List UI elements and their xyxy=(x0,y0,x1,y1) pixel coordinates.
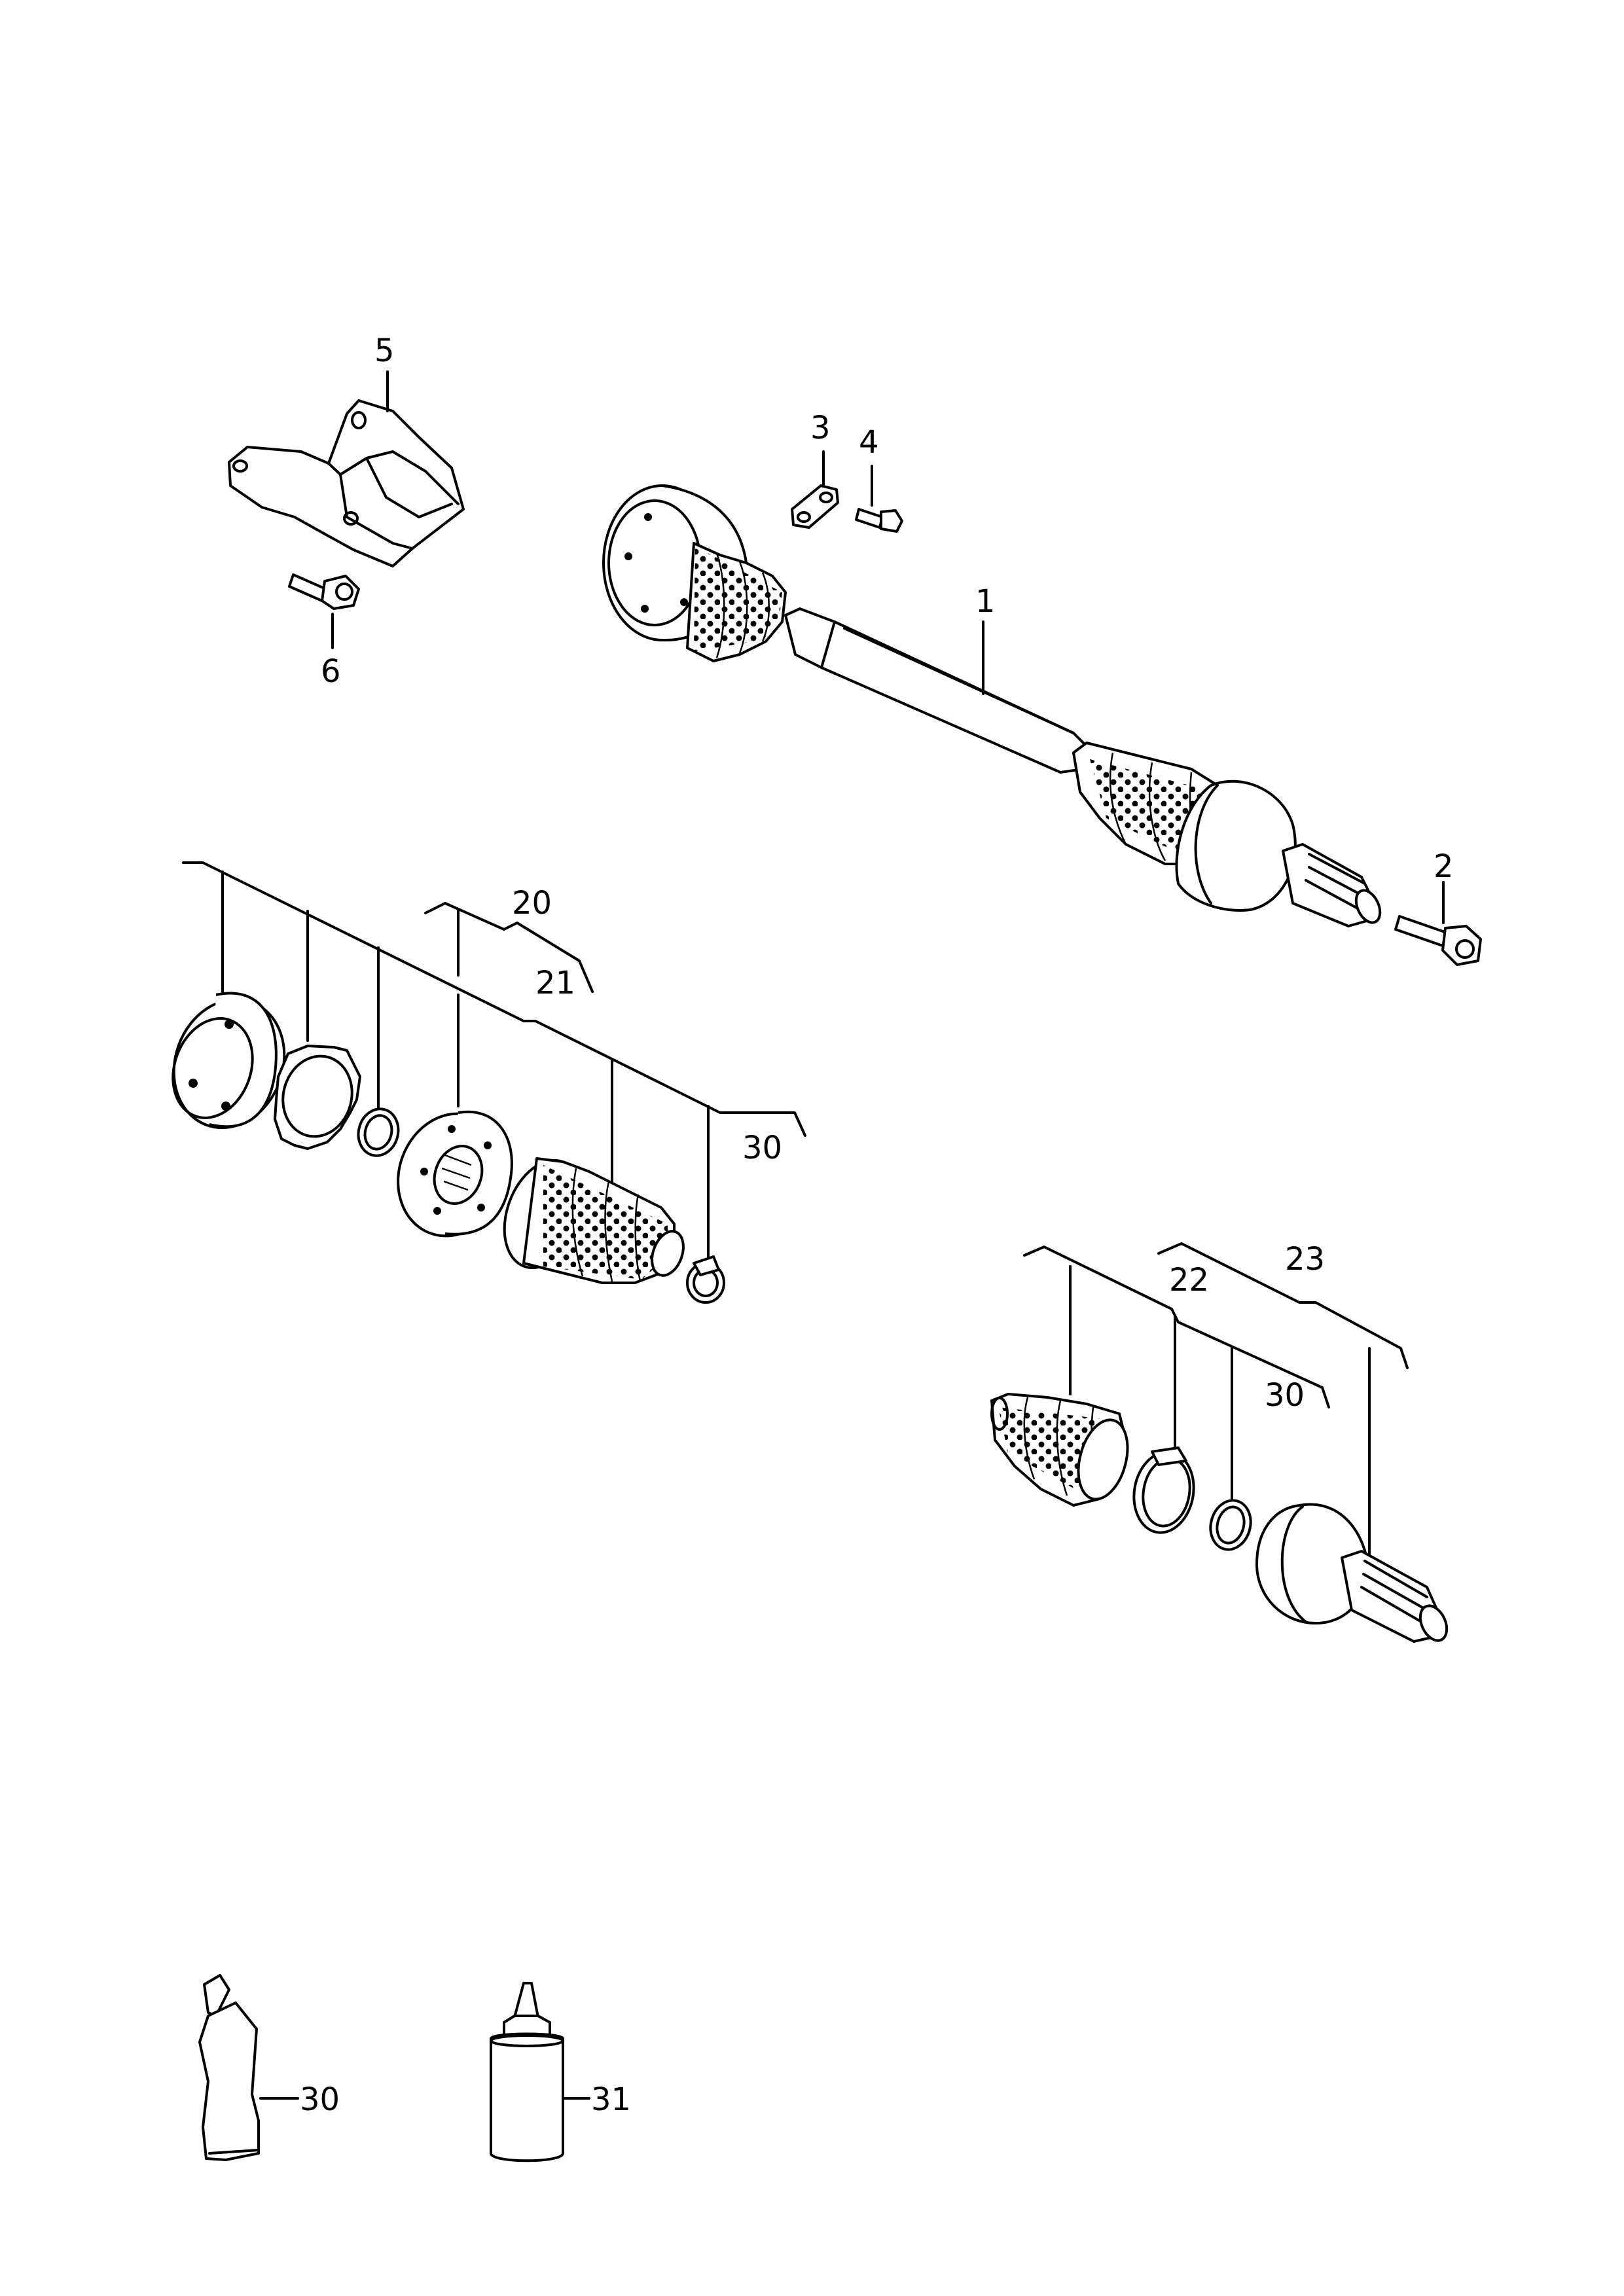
callout-31: 31 xyxy=(591,2081,631,2118)
gasket[interactable] xyxy=(274,1045,361,1150)
bolt-2[interactable] xyxy=(1394,915,1482,966)
grease-tube[interactable] xyxy=(198,1974,260,2161)
hose-clamp[interactable] xyxy=(686,1255,725,1304)
band-clamp[interactable] xyxy=(1128,1446,1200,1537)
sealant-bottle[interactable] xyxy=(490,1982,564,2162)
callout-30-left: 30 xyxy=(742,1130,782,1166)
callout-23: 23 xyxy=(1285,1241,1325,1278)
callout-20: 20 xyxy=(512,885,552,922)
bolt-4[interactable] xyxy=(855,508,903,533)
callout-5: 5 xyxy=(374,332,395,369)
callout-30-bottom: 30 xyxy=(300,2081,340,2118)
callout-21: 21 xyxy=(535,965,575,1001)
drive-shaft[interactable] xyxy=(602,484,1384,927)
callout-1: 1 xyxy=(975,583,996,620)
bolt-6[interactable] xyxy=(288,573,360,610)
callout-22: 22 xyxy=(1169,1262,1209,1299)
outer-cv-joint[interactable] xyxy=(1255,1503,1452,1645)
callout-30-right: 30 xyxy=(1265,1377,1305,1414)
outer-boot[interactable] xyxy=(990,1393,1136,1507)
bracket-lines-left xyxy=(182,861,806,1265)
flange-cover[interactable] xyxy=(156,984,302,1143)
bracket-lines-right xyxy=(1023,1242,1409,1559)
lock-plate[interactable] xyxy=(791,484,839,529)
circlip[interactable] xyxy=(1205,1496,1256,1554)
callout-6: 6 xyxy=(321,653,341,690)
o-ring[interactable] xyxy=(353,1104,404,1160)
inner-boot[interactable] xyxy=(490,1149,689,1284)
inner-cv-joint[interactable] xyxy=(381,1098,522,1251)
callout-3: 3 xyxy=(810,410,831,446)
callout-2: 2 xyxy=(1434,848,1454,885)
callout-4: 4 xyxy=(859,424,879,461)
heat-shield-bracket[interactable] xyxy=(228,399,465,567)
